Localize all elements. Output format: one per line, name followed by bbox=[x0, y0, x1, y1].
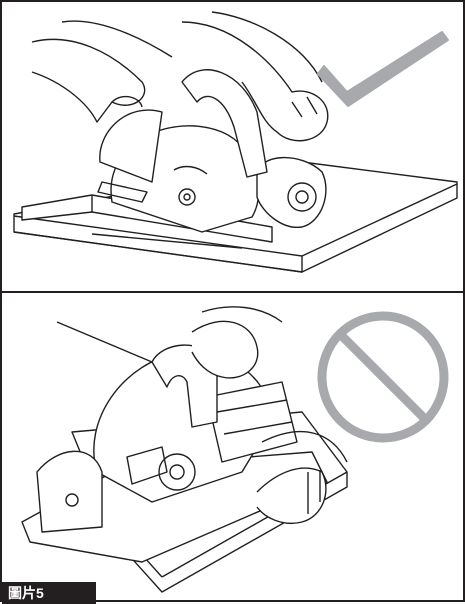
checkmark-icon bbox=[318, 32, 448, 106]
front-guard-plate bbox=[37, 451, 102, 532]
incorrect-usage-illustration bbox=[22, 307, 347, 592]
correct-usage-illustration bbox=[14, 12, 457, 272]
figure-caption: 圖片5 bbox=[2, 582, 96, 604]
prohibition-icon bbox=[322, 316, 444, 438]
left-hand bbox=[32, 39, 145, 122]
